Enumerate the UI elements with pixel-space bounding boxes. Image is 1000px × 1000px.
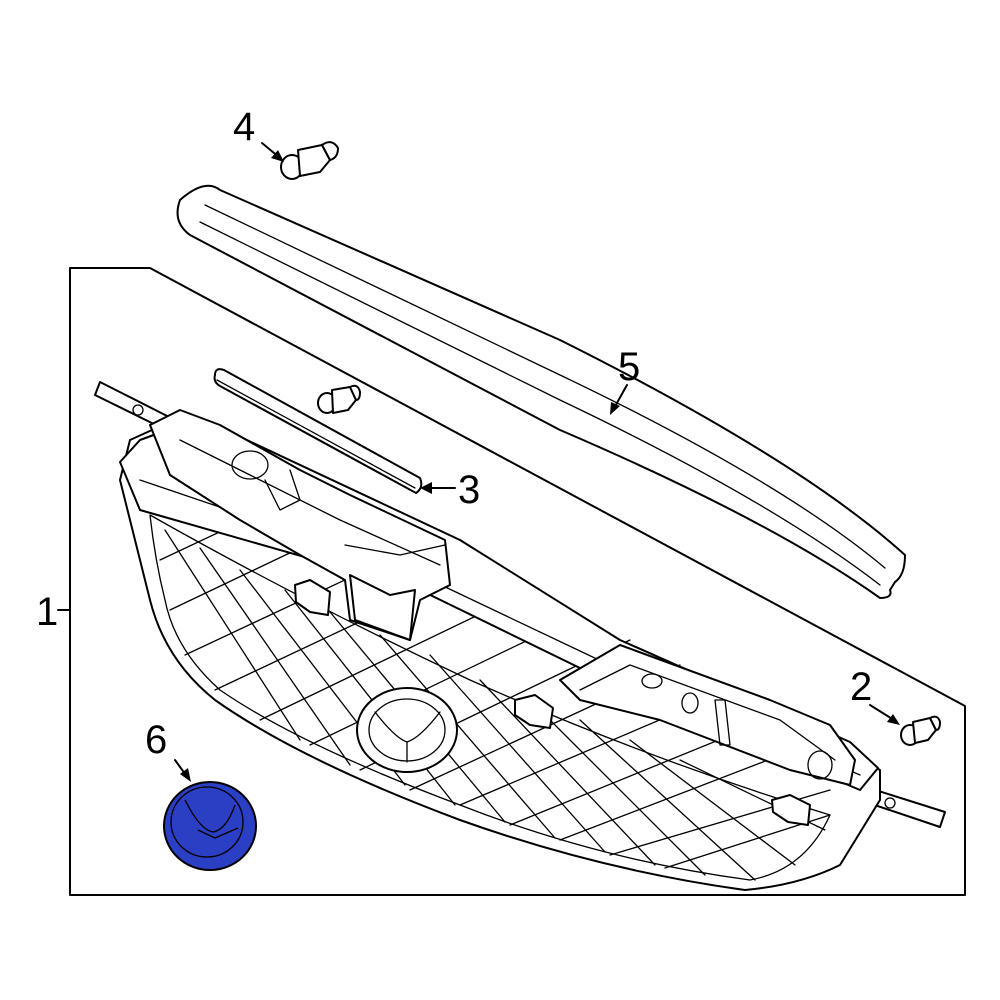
callout-5: 5 <box>618 345 640 389</box>
part-1-grille[interactable] <box>94 381 946 891</box>
part-4-clip[interactable] <box>280 141 339 180</box>
callout-6: 6 <box>145 718 167 762</box>
callout-1: 1 <box>36 590 58 634</box>
callout-3: 3 <box>458 468 480 512</box>
callout-4: 4 <box>233 105 255 149</box>
part-3-seal[interactable] <box>213 368 423 494</box>
grille-clip <box>317 384 361 414</box>
part-6-emblem[interactable] <box>163 781 257 871</box>
part-5-molding[interactable] <box>176 184 906 599</box>
callout-2: 2 <box>850 665 872 709</box>
leader-lines <box>57 142 900 782</box>
assembly-boundary <box>69 267 966 896</box>
part-2-bolt[interactable] <box>900 715 941 746</box>
